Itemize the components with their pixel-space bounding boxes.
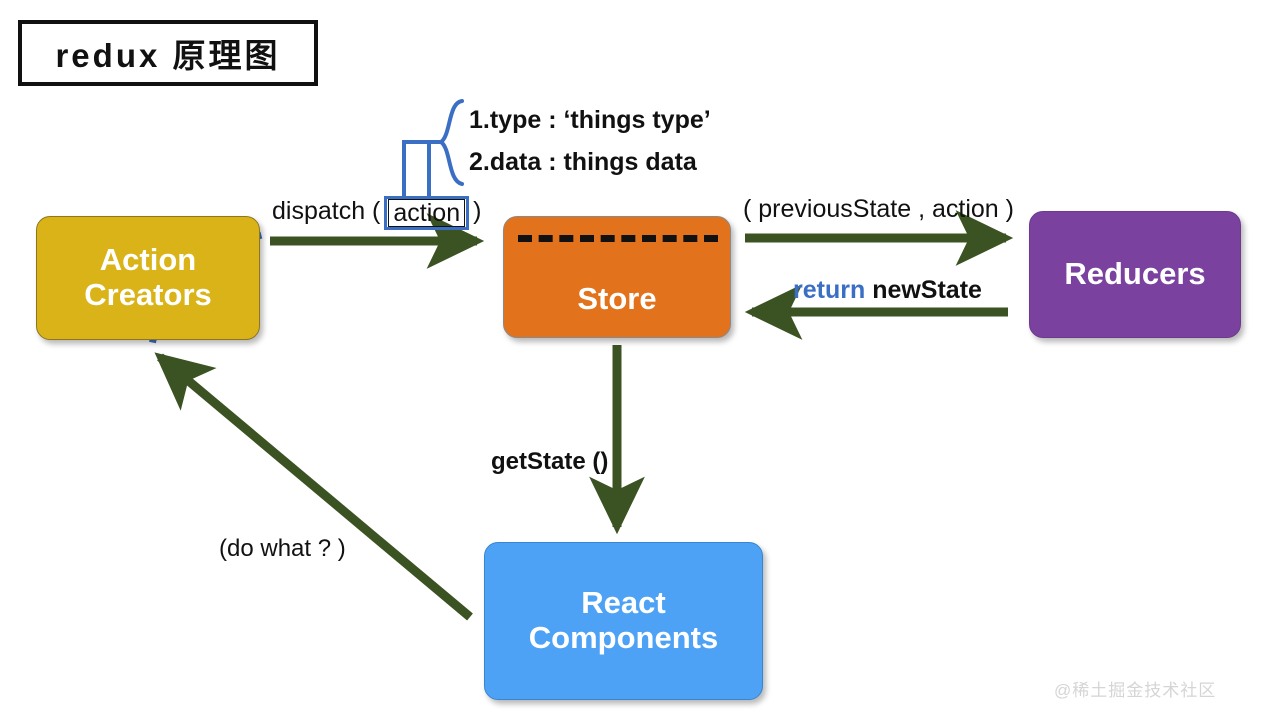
label-getstate: getState () — [491, 448, 609, 475]
page-title: redux 原理图 — [55, 37, 281, 74]
label-action-detail-data: 2.data : things data — [469, 148, 697, 176]
newstate-text: newState — [872, 276, 982, 304]
label-action-detail-type: 1.type : ‘things type’ — [469, 106, 711, 134]
node-action-creators[interactable]: Action Creators — [36, 216, 260, 340]
label-previous-state-action: ( previousState , action ) — [743, 195, 1014, 223]
arrow-do-what — [154, 352, 473, 621]
label-do-what: (do what ? ) — [219, 535, 346, 562]
dispatch-suffix-text: ) — [473, 197, 482, 225]
node-react-components[interactable]: React Components — [484, 542, 763, 700]
node-action-creators-line1: Action — [99, 242, 197, 278]
store-dashed-divider — [518, 235, 718, 242]
watermark: @稀土掘金技术社区 — [1054, 681, 1217, 700]
node-reducers-label: Reducers — [1064, 256, 1206, 292]
return-keyword-text: return — [793, 276, 866, 304]
label-dispatch: dispatch (action) — [272, 196, 482, 231]
node-action-creators-line2: Creators — [84, 277, 212, 312]
node-reducers[interactable]: Reducers — [1029, 211, 1241, 338]
node-store[interactable]: Store — [503, 216, 731, 338]
node-react-components-line2: Components — [528, 620, 719, 655]
node-store-label: Store — [577, 281, 657, 317]
action-detail-brace — [402, 99, 464, 198]
label-return-newstate: return newState — [793, 276, 982, 305]
action-argument-text: action — [388, 199, 466, 228]
action-argument-chip: action — [384, 196, 470, 231]
diagram-title-box: redux 原理图 — [18, 20, 318, 86]
dispatch-prefix-text: dispatch ( — [272, 197, 381, 225]
node-react-components-line1: React — [581, 585, 666, 621]
